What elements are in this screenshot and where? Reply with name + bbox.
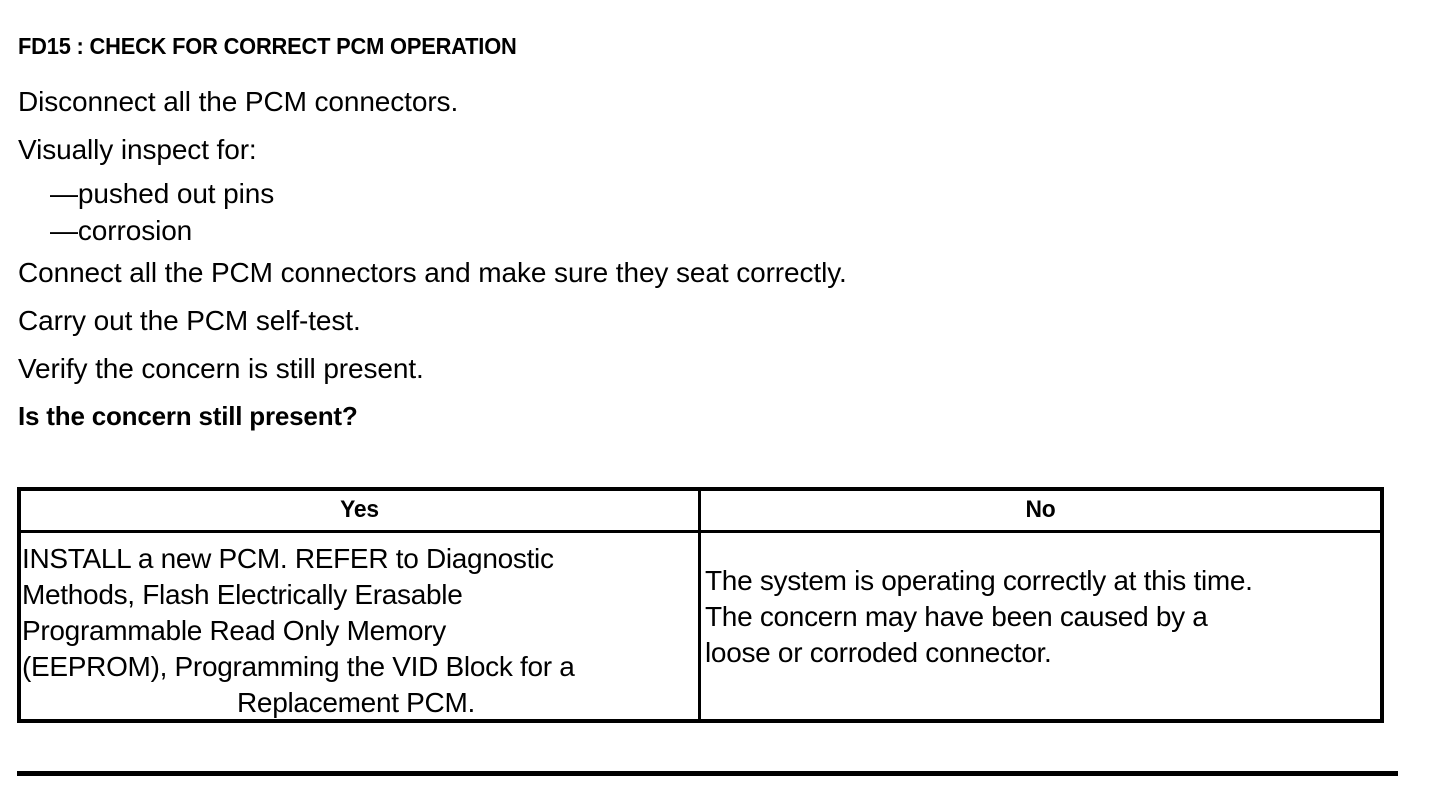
- table-header-row: Yes No: [21, 491, 1380, 533]
- decision-question: Is the concern still present?: [18, 401, 358, 431]
- yes-action-line-1: INSTALL a new PCM. REFER to Diagnostic: [22, 543, 554, 574]
- instruction-line-5: Verify the concern is still present.: [18, 353, 424, 384]
- yes-action-text: INSTALL a new PCM. REFER to Diagnostic M…: [21, 533, 698, 719]
- decision-table: Yes No INSTALL a new PCM. REFER to Diagn…: [17, 487, 1384, 723]
- instruction-line-3: Connect all the PCM connectors and make …: [18, 257, 847, 288]
- no-action-line-2: The concern may have been caused by a: [705, 601, 1208, 632]
- yes-action-line-2: Methods, Flash Electrically Erasable: [22, 579, 463, 610]
- no-action-line-1: The system is operating correctly at thi…: [705, 565, 1253, 596]
- yes-action-line-5: Replacement PCM.: [237, 687, 475, 718]
- section-divider-rule: [17, 771, 1398, 776]
- table-header-cell-no: No: [701, 491, 1380, 530]
- page-title: FD15 : CHECK FOR CORRECT PCM OPERATION: [18, 33, 517, 59]
- no-action-line-3: loose or corroded connector.: [705, 637, 1052, 668]
- no-action-text: The system is operating correctly at thi…: [701, 533, 1380, 719]
- table-cell-yes-action: INSTALL a new PCM. REFER to Diagnostic M…: [21, 533, 701, 719]
- column-header-no: No: [1025, 496, 1056, 523]
- instruction-bullet-pushed-out-pins: —pushed out pins: [50, 178, 275, 209]
- yes-action-line-4: (EEPROM), Programming the VID Block for …: [22, 651, 575, 682]
- instruction-line-1: Disconnect all the PCM connectors.: [18, 86, 459, 117]
- instruction-line-2: Visually inspect for:: [18, 134, 257, 165]
- table-row: INSTALL a new PCM. REFER to Diagnostic M…: [21, 533, 1380, 719]
- yes-action-line-3: Programmable Read Only Memory: [22, 615, 446, 646]
- table-header-cell-yes: Yes: [21, 491, 701, 530]
- instruction-list: Disconnect all the PCM connectors. Visua…: [18, 78, 1418, 440]
- instruction-line-4: Carry out the PCM self-test.: [18, 305, 361, 336]
- column-header-yes: Yes: [340, 496, 379, 523]
- instruction-bullet-corrosion: —corrosion: [50, 215, 193, 246]
- table-cell-no-action: The system is operating correctly at thi…: [701, 533, 1380, 719]
